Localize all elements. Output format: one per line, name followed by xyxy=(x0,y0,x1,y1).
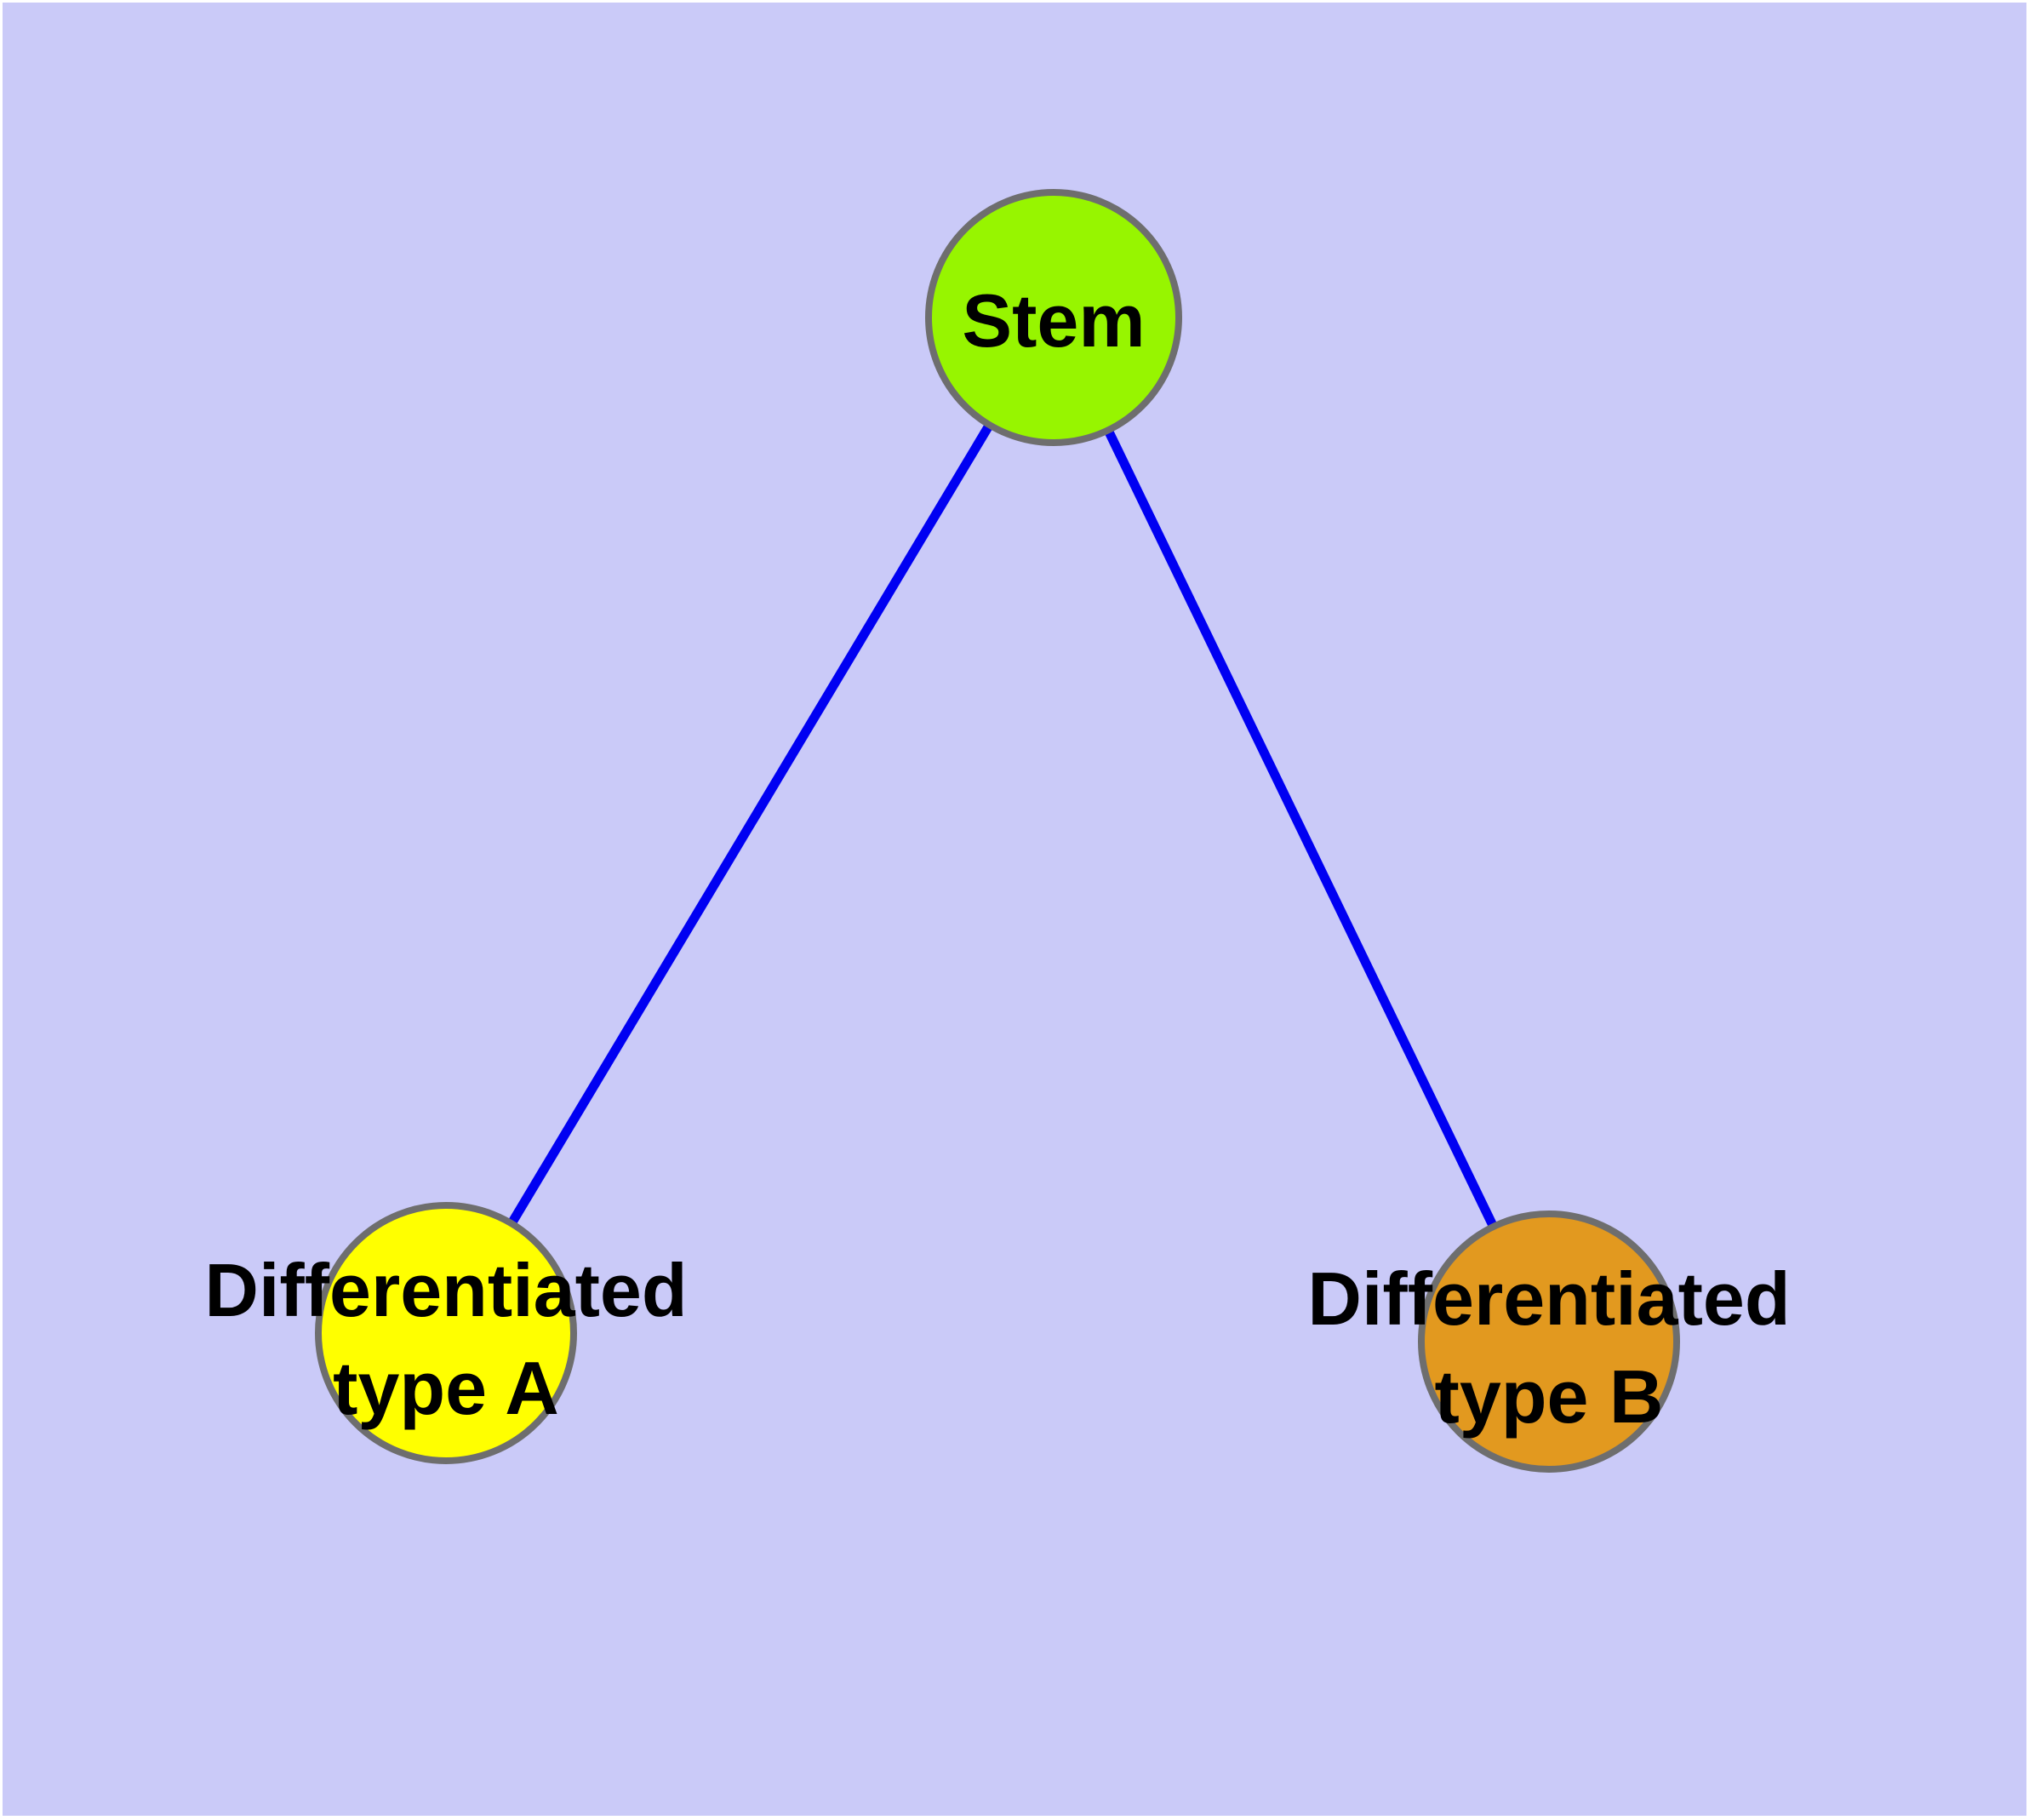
node-type-b-label-line2: type B xyxy=(1435,1354,1664,1439)
node-type-a-label-line1: Differentiated xyxy=(204,1248,687,1332)
node-type-b-label-line1: Differentiated xyxy=(1307,1256,1790,1341)
edge-stem-to-type-a xyxy=(442,315,1058,1336)
node-stem-label: Stem xyxy=(962,278,1145,363)
node-stem-circle xyxy=(925,189,1182,446)
edge-stem-to-type-b xyxy=(1049,315,1553,1344)
node-type-a-circle xyxy=(315,1202,577,1464)
node-type-a-label-line2: type A xyxy=(333,1346,559,1430)
node-type-b-circle xyxy=(1418,1210,1680,1473)
